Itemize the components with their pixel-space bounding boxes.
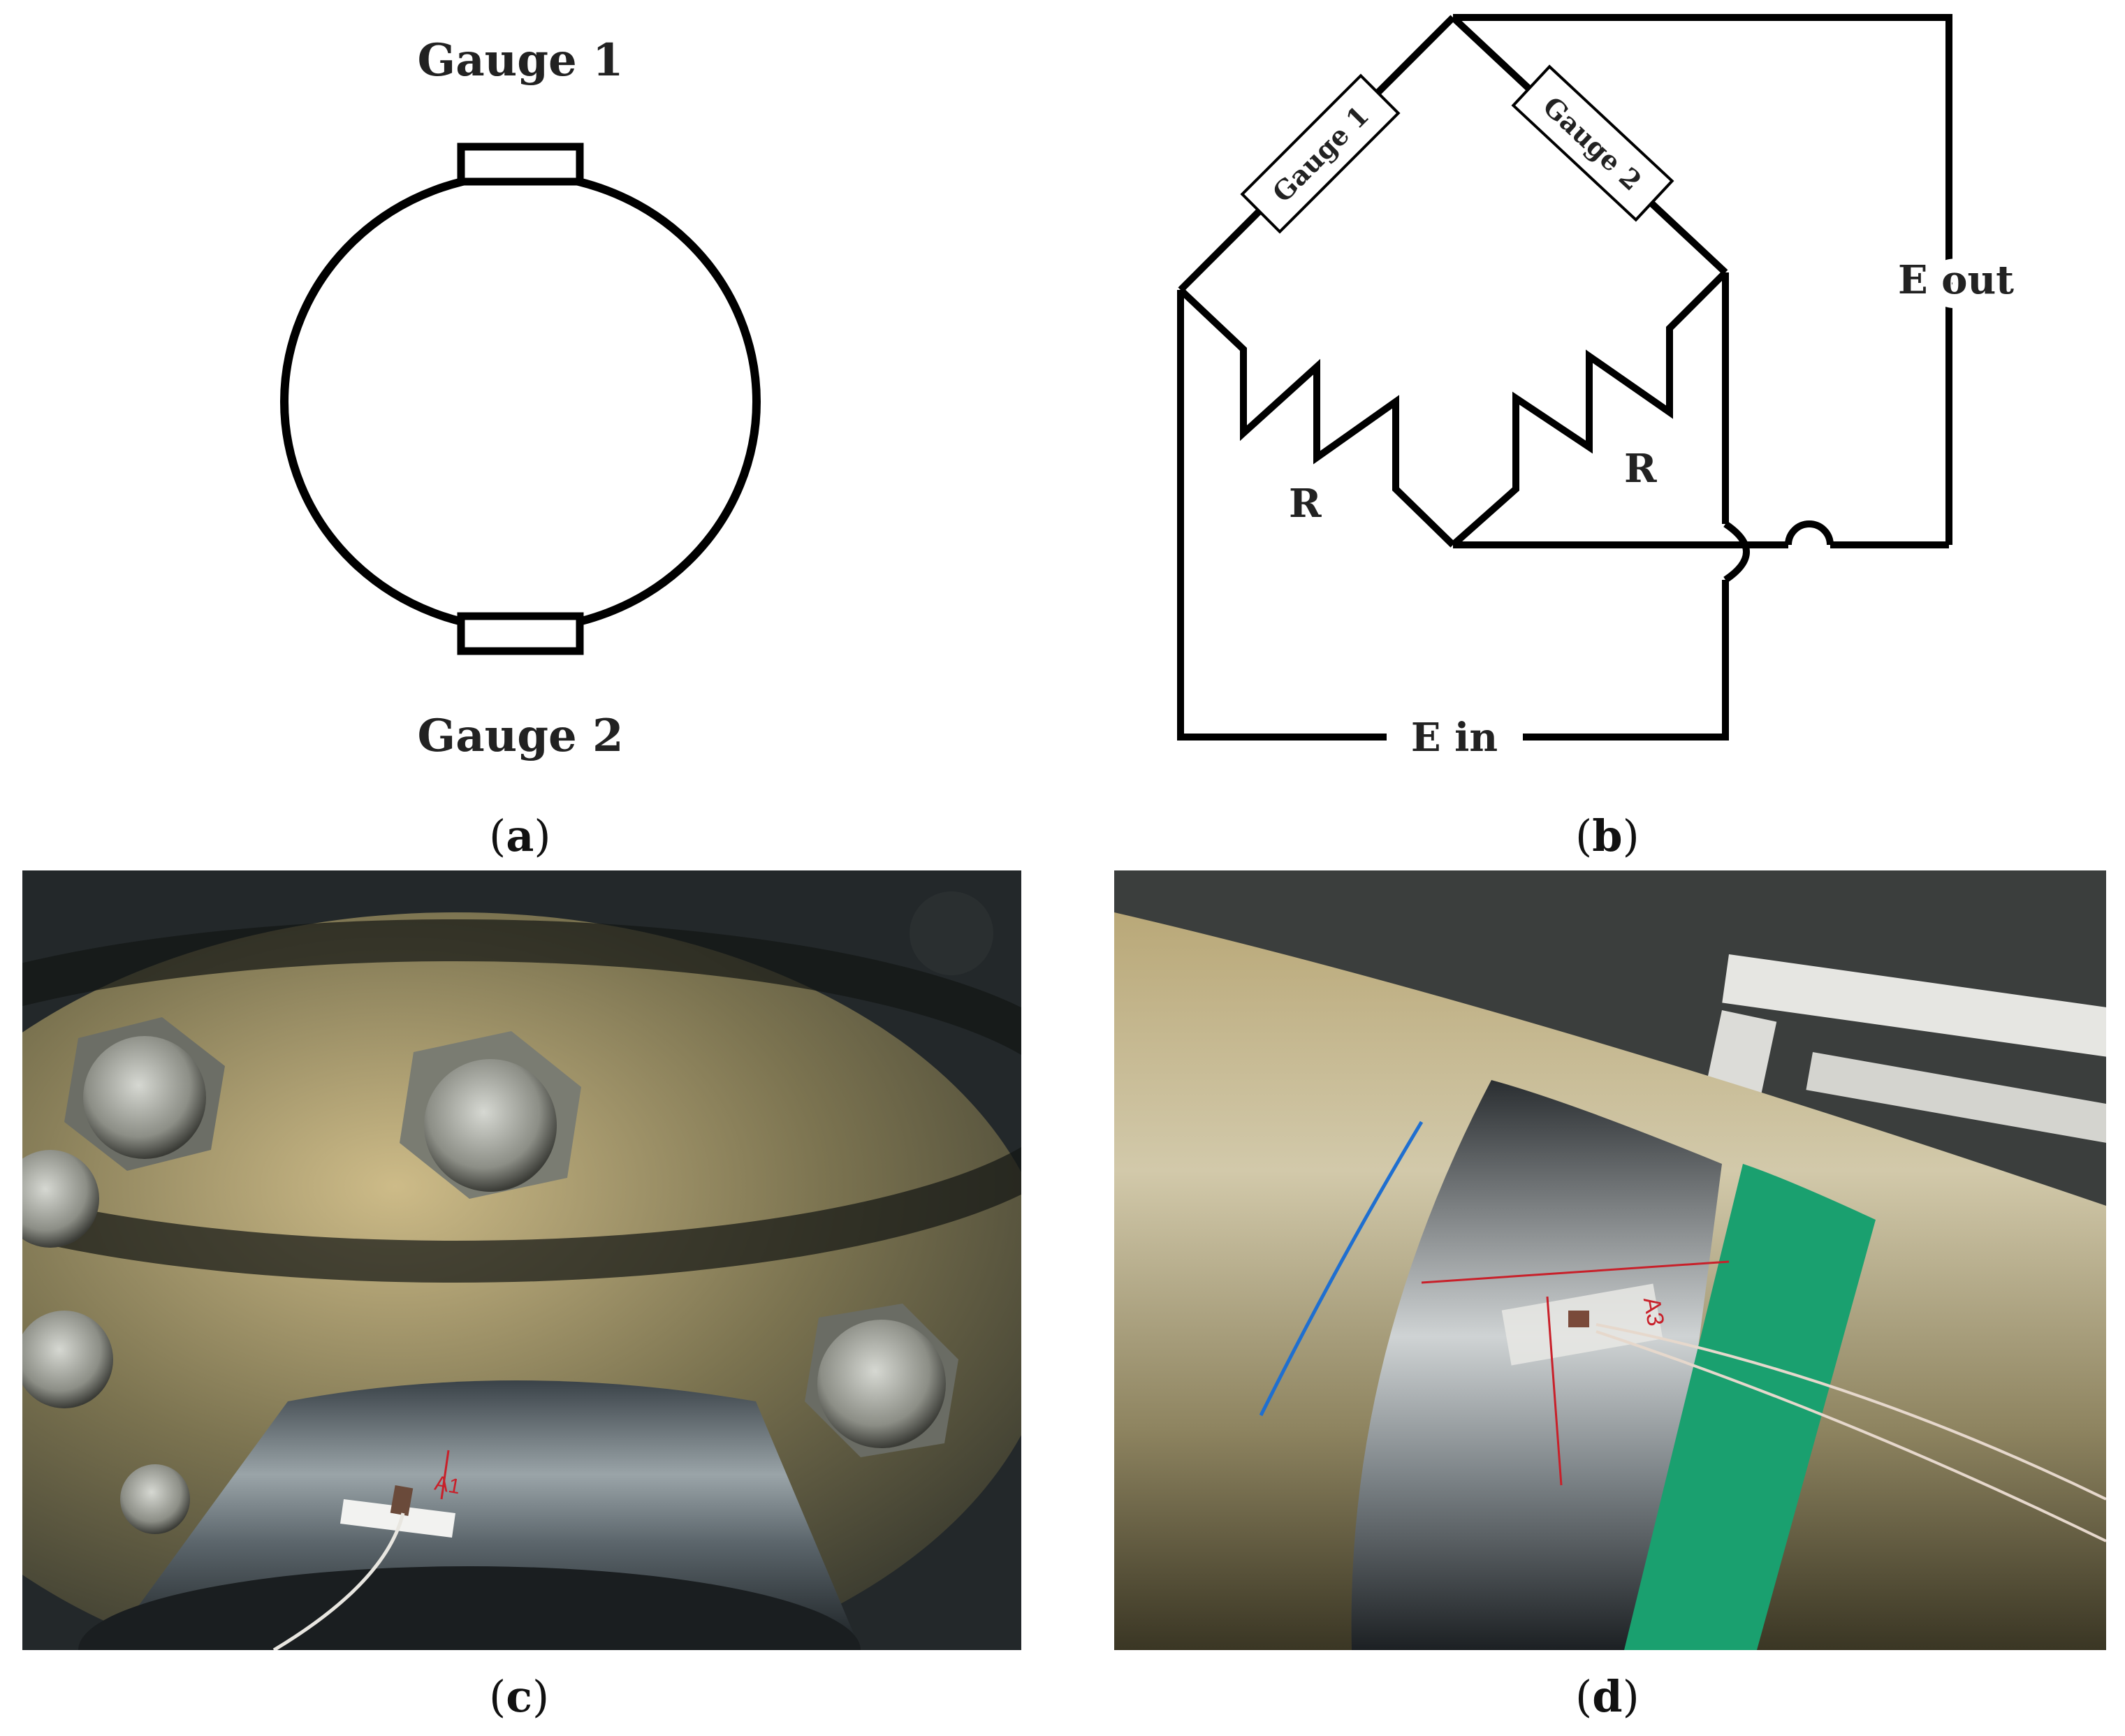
left-vertical bbox=[1177, 290, 1387, 741]
panel-b-bridge-diagram: Gauge 1 Gauge 2 R R E out E in bbox=[1177, 14, 2028, 761]
blue-mark bbox=[1259, 1121, 1424, 1417]
e-out-label: E out bbox=[1898, 257, 2014, 303]
caption-b: (b) bbox=[1575, 810, 1640, 861]
gauge-2-label: Gauge 2 bbox=[418, 710, 624, 762]
gauge-1-shape bbox=[457, 143, 584, 186]
left-resistor bbox=[1178, 287, 1456, 548]
right-vertical-bottom bbox=[1523, 580, 1729, 741]
gauge-marker-a1: A1 bbox=[433, 1472, 462, 1499]
photo-d: A3 bbox=[1114, 870, 2106, 1650]
metal-band bbox=[1351, 1080, 1722, 1650]
gauge-2-box: Gauge 2 bbox=[1511, 64, 1674, 222]
strain-gauge-d bbox=[1568, 1311, 1589, 1327]
bolt-5 bbox=[22, 1311, 113, 1408]
caption-a: (a) bbox=[489, 810, 551, 861]
gauge-wire-d1 bbox=[1595, 1323, 2106, 1501]
bolt-6 bbox=[120, 1464, 190, 1534]
panel-a-ring-diagram: Gauge 1 Gauge 2 bbox=[280, 34, 761, 762]
bolt-3 bbox=[805, 1304, 958, 1457]
green-tape bbox=[1624, 1164, 1876, 1650]
bolt-1 bbox=[64, 1017, 225, 1171]
strain-gauge bbox=[390, 1485, 414, 1516]
resistor-left-label: R bbox=[1289, 481, 1322, 527]
bolt-4 bbox=[22, 1150, 99, 1248]
vertical-crossover-arc bbox=[1723, 520, 1750, 583]
photo-d-illustration: A3 bbox=[1114, 870, 2106, 1650]
gauge-1-label: Gauge 1 bbox=[418, 34, 624, 87]
photo-c: A1 bbox=[22, 870, 1021, 1650]
gauge-tape bbox=[340, 1499, 455, 1538]
right-resistor bbox=[1450, 270, 1728, 548]
crossover-hop bbox=[1785, 520, 1834, 546]
caption-c: (c) bbox=[489, 1671, 550, 1722]
top-wire bbox=[1453, 14, 1952, 545]
gauge-1-box: Gauge 1 bbox=[1240, 73, 1401, 234]
resistor-right-label: R bbox=[1624, 446, 1657, 492]
gauge-2-shape bbox=[457, 612, 584, 655]
caption-d: (d) bbox=[1575, 1671, 1640, 1722]
ring-outline bbox=[280, 170, 761, 633]
gauge-wire bbox=[272, 1512, 405, 1650]
photo-c-illustration: A1 bbox=[22, 870, 1021, 1650]
gauge-marker-a3: A3 bbox=[1638, 1295, 1670, 1329]
bolt-2 bbox=[400, 1031, 581, 1199]
e-in-label: E in bbox=[1411, 715, 1498, 761]
gauge-wire-d2 bbox=[1595, 1330, 2106, 1542]
